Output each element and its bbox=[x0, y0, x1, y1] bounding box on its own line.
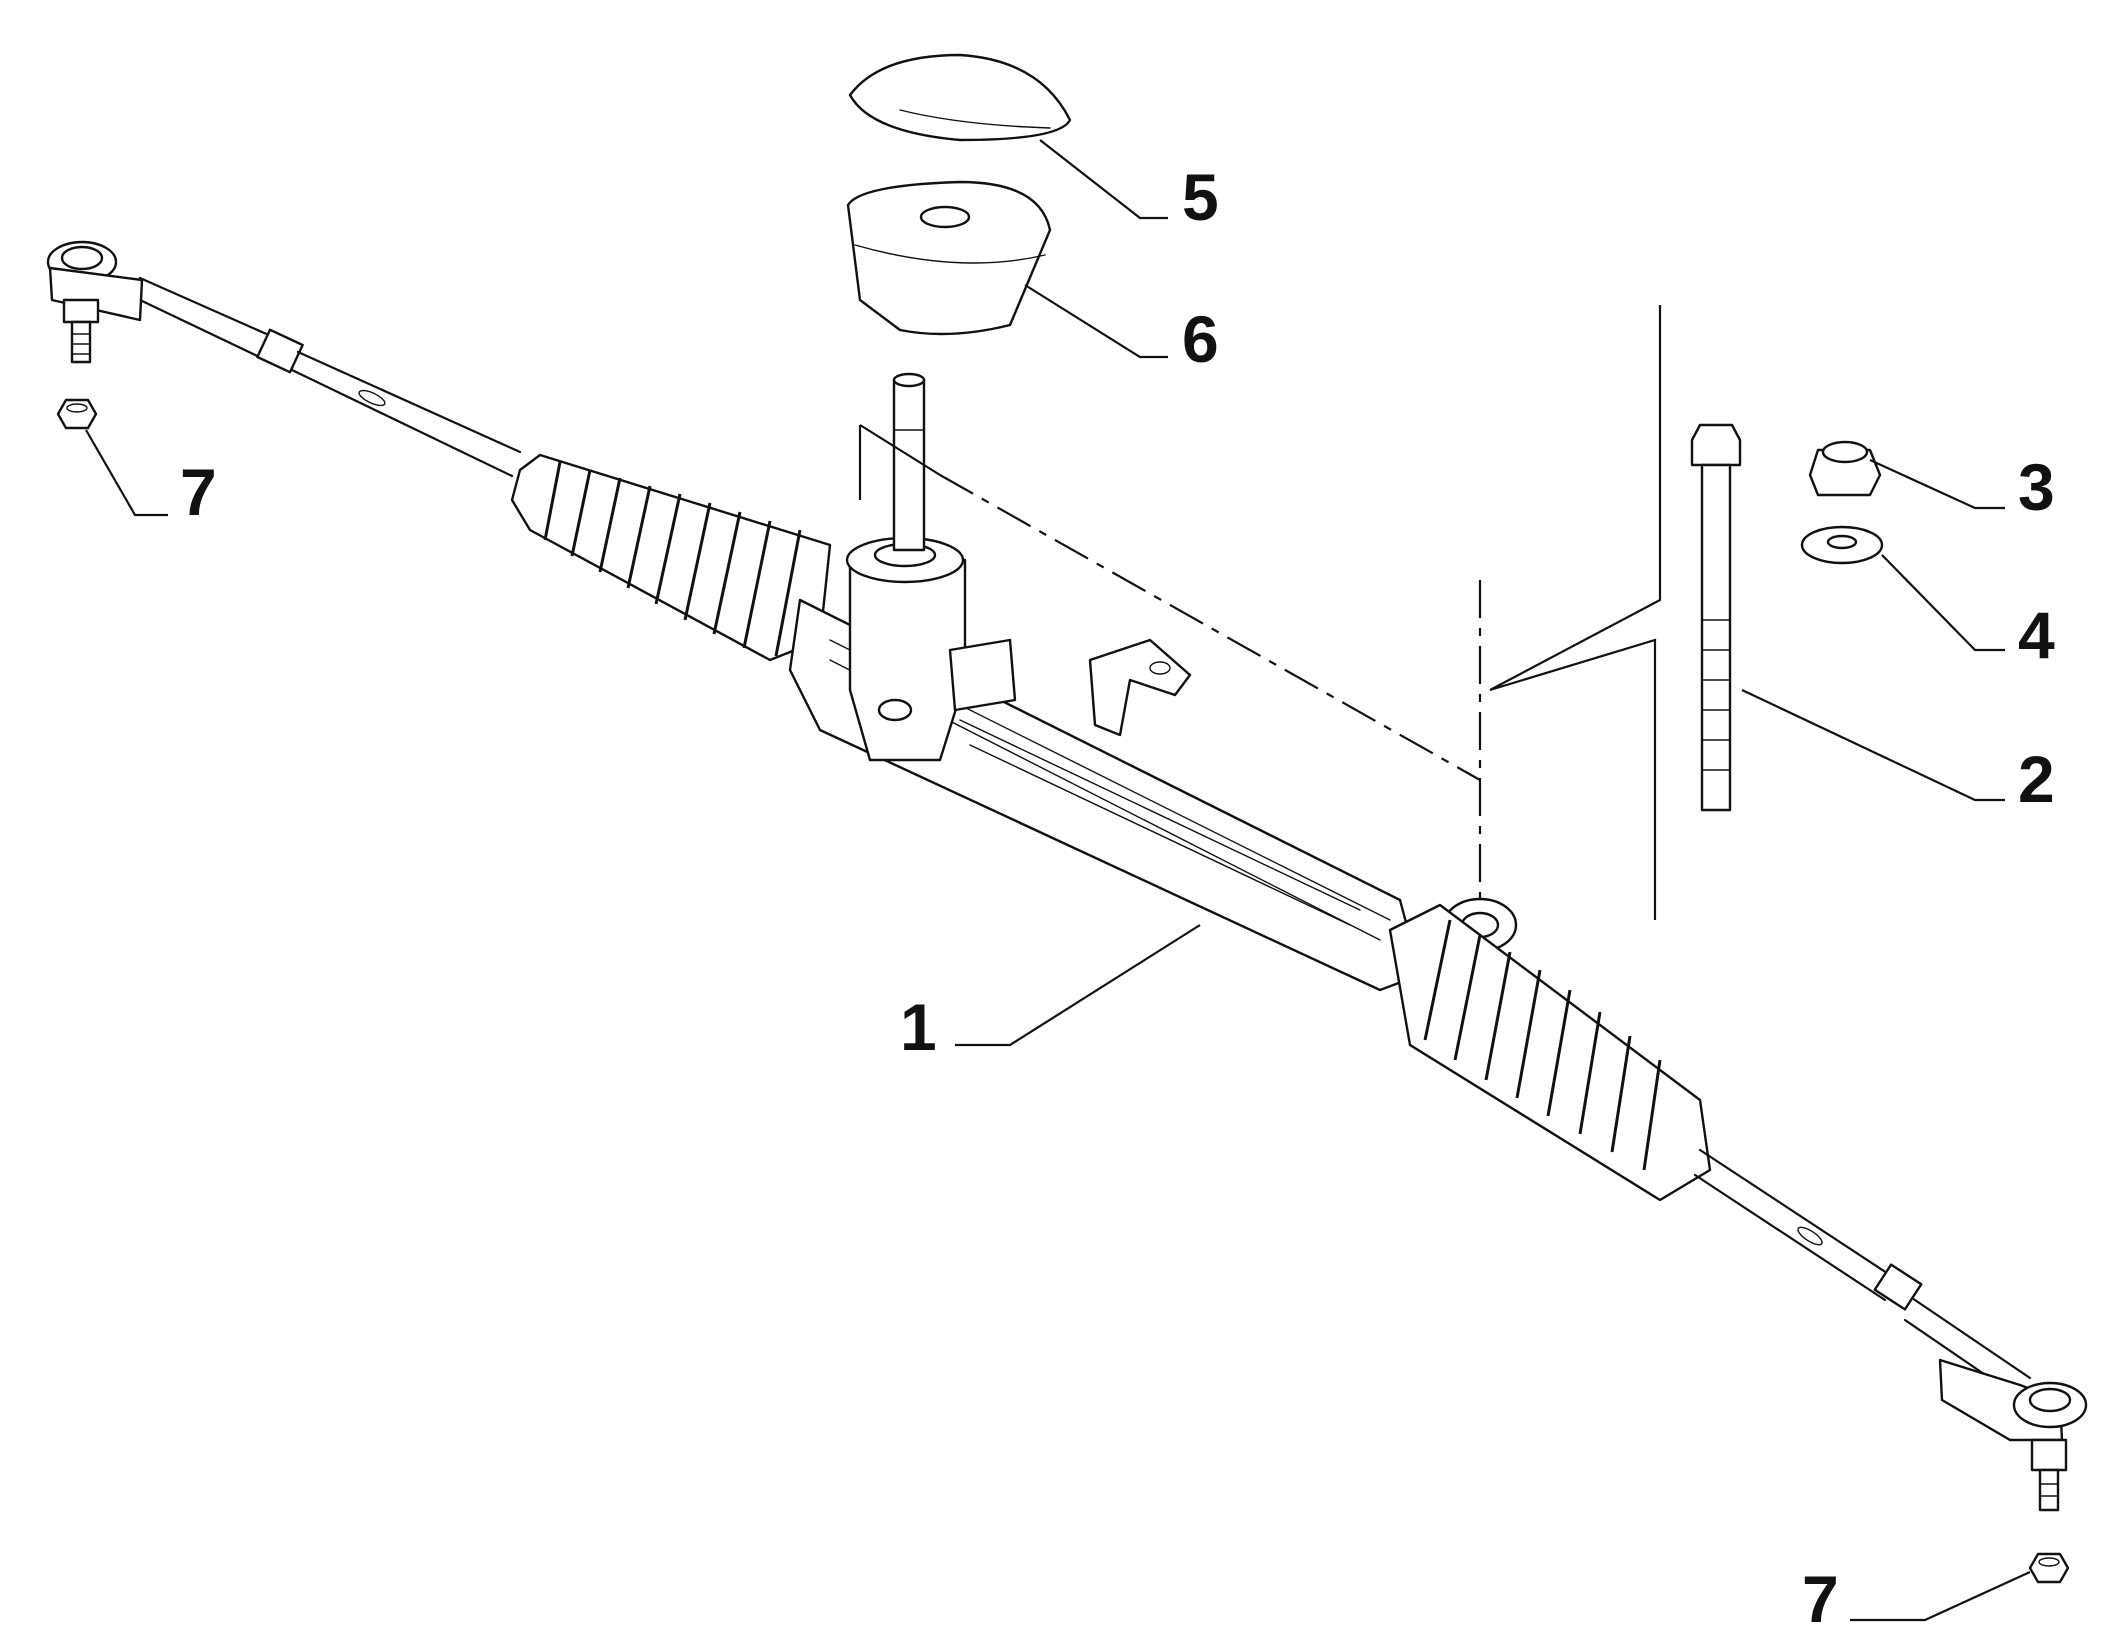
callout-6: 6 bbox=[1182, 302, 1219, 376]
right-tie-rod-end bbox=[1938, 1358, 2088, 1512]
callout-2: 2 bbox=[2018, 742, 2055, 816]
left-tie-rod-end bbox=[46, 240, 144, 364]
flange-nut-part-3 bbox=[1808, 440, 1882, 497]
right-bellows-boot bbox=[1388, 903, 1712, 1202]
callout-4: 4 bbox=[2018, 598, 2055, 672]
callout-5: 5 bbox=[1182, 160, 1219, 234]
left-bellows-boot bbox=[510, 453, 832, 662]
washer-part-4 bbox=[1800, 525, 1884, 565]
right-tie-rod bbox=[1693, 1148, 2032, 1404]
callout-7-left: 7 bbox=[180, 455, 217, 529]
right-castle-nut bbox=[2028, 1552, 2070, 1584]
bushing-part-6 bbox=[846, 180, 1052, 336]
callout-7-right: 7 bbox=[1802, 1562, 1839, 1636]
callout-3: 3 bbox=[2018, 450, 2055, 524]
callout-1: 1 bbox=[900, 990, 937, 1064]
left-castle-nut bbox=[56, 398, 98, 430]
bolt-part-2 bbox=[1690, 423, 1742, 812]
mounting-bracket bbox=[1088, 638, 1192, 737]
leader-lines bbox=[85, 139, 2031, 1622]
left-tie-rod bbox=[138, 276, 522, 478]
pinion-shaft bbox=[892, 372, 926, 552]
dust-cover-part-5 bbox=[848, 53, 1072, 142]
callout-labels: 5 6 3 4 2 1 7 7 bbox=[180, 160, 2055, 1636]
assembly-guides bbox=[858, 305, 1662, 920]
